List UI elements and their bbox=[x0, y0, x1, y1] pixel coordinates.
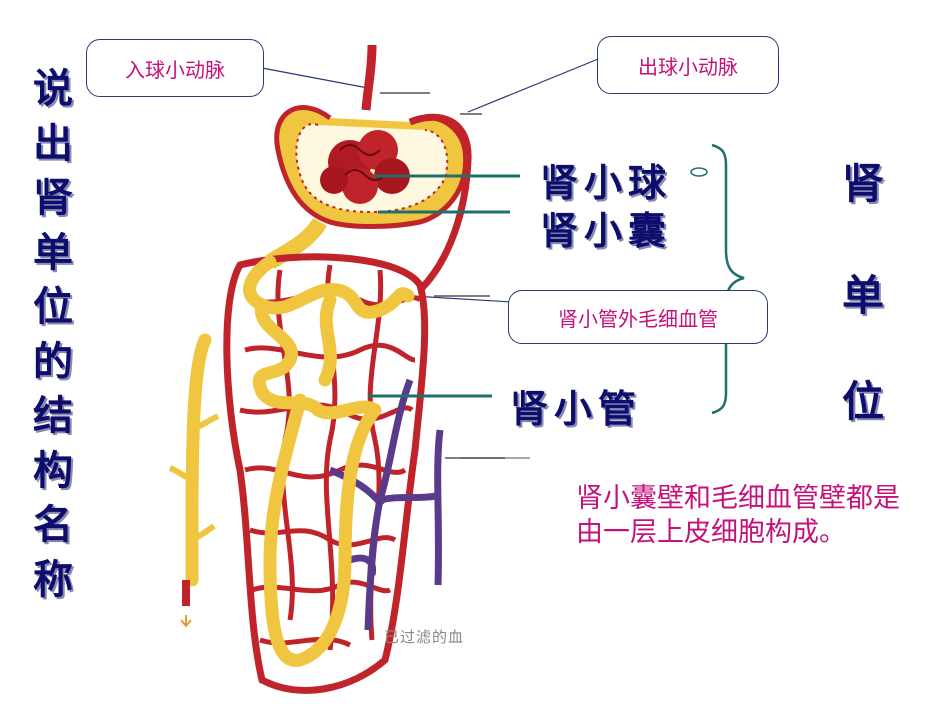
efferent-callout-label: 出球小动脉 bbox=[638, 54, 738, 79]
nephron-char: 位 bbox=[842, 377, 885, 426]
nephron-brace bbox=[711, 143, 745, 415]
glomerulus-label: 肾小球 bbox=[540, 161, 673, 205]
capsule-label: 肾小囊 bbox=[540, 209, 673, 253]
capillary-pointer bbox=[411, 295, 513, 303]
title-char: 称 bbox=[33, 556, 73, 603]
efferent-pointer bbox=[467, 54, 609, 113]
capillary-callout: 肾小管外毛细血管 bbox=[508, 290, 768, 344]
capillary-frame bbox=[223, 253, 429, 694]
title-char: 名 bbox=[33, 502, 73, 548]
capillary-callout-label: 肾小管外毛细血管 bbox=[558, 306, 718, 331]
brace-dot bbox=[690, 167, 708, 177]
title-char: 出 bbox=[33, 120, 73, 167]
title-char: 说 bbox=[33, 66, 73, 112]
title-char: 单 bbox=[33, 229, 73, 276]
afferent-pointer bbox=[261, 67, 369, 89]
note-text: 肾小囊壁和毛细血管壁都是由一层上皮细胞构成。 bbox=[576, 483, 900, 548]
down-arrow bbox=[180, 615, 192, 628]
title-char: 的 bbox=[33, 338, 73, 385]
collecting-branches bbox=[168, 413, 220, 543]
efferent-callout: 出球小动脉 bbox=[597, 36, 779, 94]
vertical-title: 说 出 肾 单 位 的 结 构 名 称 bbox=[28, 62, 78, 607]
afferent-arteriole bbox=[361, 44, 377, 111]
filtered-blood-caption: 已过滤的血 bbox=[384, 628, 465, 646]
nephron-char: 单 bbox=[842, 271, 885, 320]
afferent-callout-label: 入球小动脉 bbox=[125, 57, 225, 82]
afferent-callout: 入球小动脉 bbox=[86, 39, 264, 97]
veins bbox=[328, 378, 444, 631]
nephron-char: 肾 bbox=[842, 159, 885, 208]
renal-tubule bbox=[185, 255, 415, 667]
title-char: 构 bbox=[33, 447, 73, 494]
efferent-arteriole bbox=[408, 113, 472, 293]
title-char: 位 bbox=[33, 284, 73, 330]
title-char: 结 bbox=[33, 393, 73, 439]
title-char: 肾 bbox=[33, 175, 73, 221]
glomerulus bbox=[320, 130, 410, 204]
tubule-label: 肾小管 bbox=[510, 387, 643, 431]
